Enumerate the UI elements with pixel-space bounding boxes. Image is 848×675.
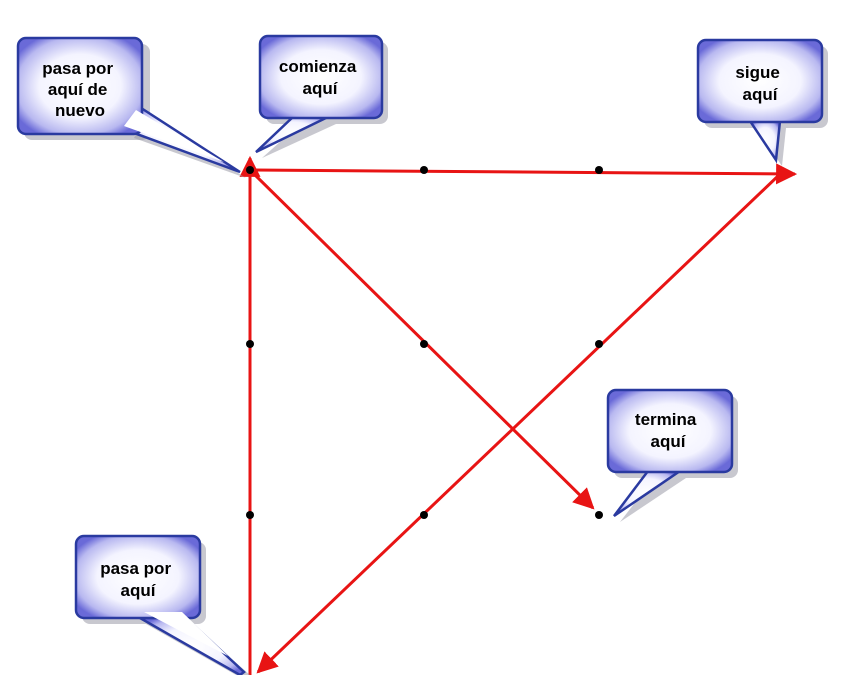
callout-pass-again-line-1: pasa por [42,59,113,78]
callout-pass-again-line-2: aquí de [48,80,108,99]
dot-2-1 [246,340,254,348]
svg-text:comienza aquí: comienza aquí [279,57,361,98]
dot-1-2 [420,166,428,174]
path-segment-4 [250,170,595,510]
callout-continue-line-2: aquí [743,85,779,104]
dot-1-3 [595,166,603,174]
solution-path [239,155,798,675]
callout-end-line-1: termina [635,410,697,429]
dot-1-1 [246,166,254,174]
path-segment-2 [256,174,780,674]
dot-3-1 [246,511,254,519]
dot-2-2 [420,340,428,348]
dot-grid [246,166,603,519]
callout-pass-line-2: aquí [121,581,157,600]
dot-3-2 [420,511,428,519]
svg-text:termina aquí: termina aquí [635,410,701,451]
callout-pass: pasa por aquí [74,534,250,675]
callout-end: termina aquí [606,388,738,522]
callout-end-line-2: aquí [651,432,687,451]
svg-text:sigue aquí: sigue aquí [735,63,784,104]
path-segment-1 [249,163,798,185]
callout-continue: sigue aquí [696,38,828,166]
callout-start-line-2: aquí [303,79,339,98]
callout-start: comienza aquí [255,34,388,158]
callout-pass-line-1: pasa por [100,559,171,578]
dot-3-3 [595,511,603,519]
callout-continue-line-1: sigue [735,63,779,82]
callout-start-line-1: comienza [279,57,357,76]
callout-pass-again-line-3: nuevo [55,101,105,120]
svg-text:pasa por aquí: pasa por aquí [100,559,176,600]
svg-text:pasa por aquí de n: pasa por aquí de nuevo [42,59,118,120]
callout-pass-again: pasa por aquí de nuevo [16,36,246,178]
dot-2-3 [595,340,603,348]
